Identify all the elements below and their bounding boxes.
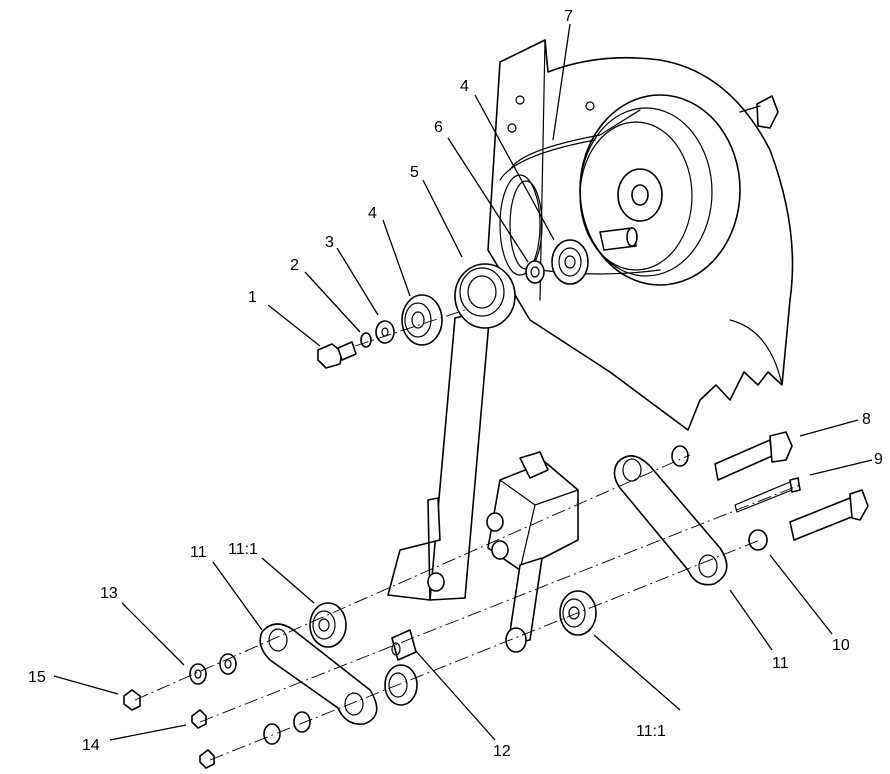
nut-part-14 [191,709,207,729]
callout-8: 8 [862,411,871,428]
leader-lines [53,23,873,741]
bearing-lower-left [384,664,418,706]
centerlines [134,454,801,761]
callout-10: 10 [832,637,850,654]
small-pulley-shaft [599,227,638,251]
callout-14: 14 [82,737,100,754]
link-plate-right [613,455,728,586]
upper-centerline [354,309,466,347]
bolt-part-8 [671,431,793,481]
idler-arm [387,263,516,601]
washer-part-3 [375,320,395,344]
callout-7: 7 [564,8,573,25]
callout-11-1-left: 11:1 [228,541,258,558]
bolt-part-9 [734,477,801,513]
callout-4-right: 4 [460,78,469,95]
tensioner-lever [505,557,543,653]
callout-11-right: 11 [772,655,789,672]
callout-13: 13 [100,585,118,602]
spacer-washer [525,260,545,284]
tensioner-block [486,451,579,571]
callout-4-left: 4 [368,205,377,222]
callout-11-left: 11 [190,544,207,561]
washers-part-13 [189,653,237,685]
bearing-upper [551,239,589,285]
washers-lower [199,711,311,769]
bearing-11-1-left [309,602,347,648]
bolt-part-10 [748,489,869,551]
bolt-part-1 [317,341,357,369]
callout-labels: 1 2 3 4 5 6 4 7 8 9 10 11 11:1 12 11:1 1… [28,8,883,760]
callout-1: 1 [248,289,257,306]
callout-9: 9 [874,451,883,468]
callout-3: 3 [325,234,334,251]
callout-5: 5 [410,164,419,181]
callout-11-1-right: 11:1 [636,723,666,740]
callout-15: 15 [28,669,46,686]
link-plate-left [259,623,378,725]
callout-12: 12 [493,743,511,760]
bearing-part-4 [401,294,443,346]
nut-part-15 [123,689,141,711]
callout-2: 2 [290,257,299,274]
lockwasher-part-2 [360,332,372,348]
callout-6: 6 [434,119,443,136]
